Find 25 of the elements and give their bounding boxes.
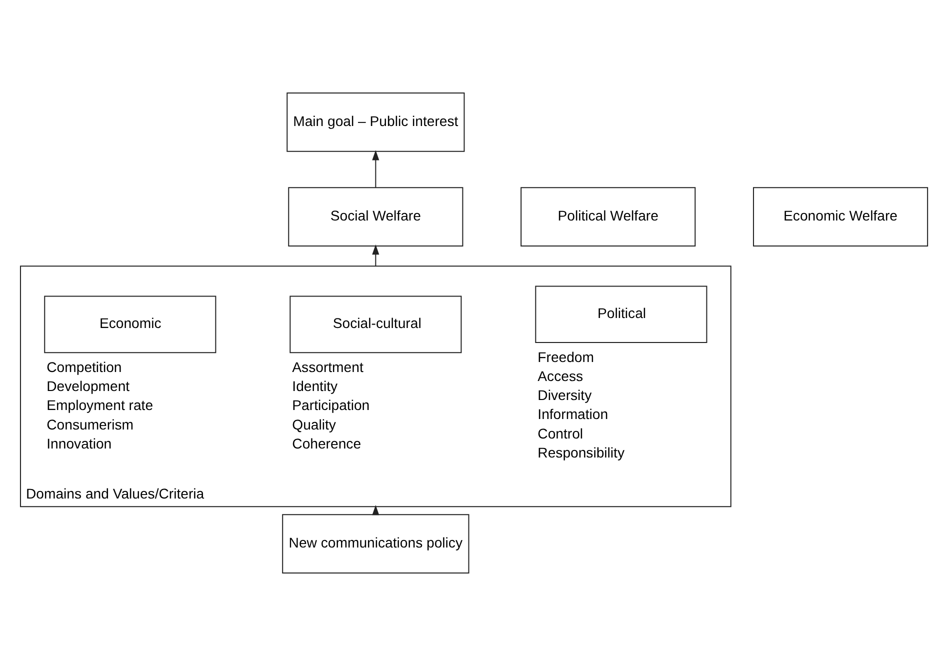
node-box: Political xyxy=(535,286,708,344)
node-box: Social Welfare xyxy=(288,187,464,246)
arrow xyxy=(372,150,380,188)
node-label: Employment rate xyxy=(46,397,154,414)
node-label: Information xyxy=(538,406,608,422)
node-box: Social-cultural xyxy=(290,296,462,354)
node-label: Coherence xyxy=(292,435,362,452)
arrow xyxy=(372,244,380,266)
node-label: Freedom xyxy=(538,348,594,365)
node-label: Responsibility xyxy=(538,444,625,460)
node-box: Economic Welfare xyxy=(753,187,928,246)
node-label: Participation xyxy=(292,397,370,414)
node-label: Development xyxy=(46,378,130,394)
node-label: Identity xyxy=(292,378,338,394)
node-box: Main goal – Public interest xyxy=(286,92,465,152)
node-box: Economic xyxy=(44,296,216,354)
node-label: Consumerism xyxy=(46,416,134,432)
node-label: Competition xyxy=(46,358,122,375)
node-label: Access xyxy=(538,368,584,384)
node-label: Innovation xyxy=(46,435,112,452)
node-label: Quality xyxy=(292,416,336,432)
node-box: Political Welfare xyxy=(520,187,696,246)
node-label: Assortment xyxy=(292,358,364,375)
node-label: Diversity xyxy=(538,387,592,404)
node-label: Control xyxy=(538,425,584,442)
